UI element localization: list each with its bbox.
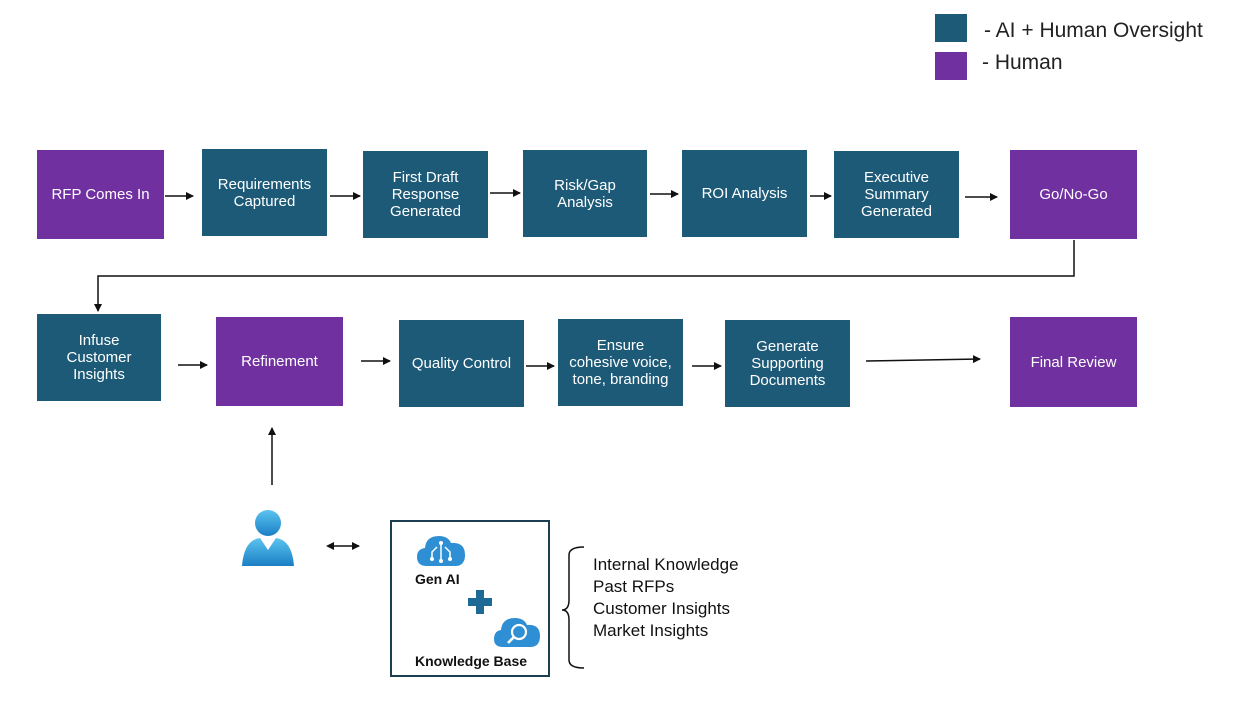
step-infuse-customer-insights: Infuse Customer Insights [37, 314, 161, 401]
legend-human-swatch [935, 52, 967, 80]
sources-brace [561, 546, 585, 669]
legend-human-label: - Human [982, 51, 1063, 74]
cloud-search-icon [494, 618, 540, 647]
step-rfp-comes-in: RFP Comes In [37, 150, 164, 239]
step-final-review: Final Review [1010, 317, 1137, 407]
step-go-no-go: Go/No-Go [1010, 150, 1137, 239]
step-first-draft: First Draft Response Generated [363, 151, 488, 238]
gen-ai-label: Gen AI [415, 571, 460, 587]
source-customer-insights: Customer Insights [593, 599, 730, 618]
person-icon [242, 510, 294, 566]
step-ensure-cohesive-voice: Ensure cohesive voice, tone, branding [558, 319, 683, 406]
arrow-generate-to-final [865, 355, 981, 364]
step-requirements-captured: Requirements Captured [202, 149, 327, 236]
step-quality-control: Quality Control [399, 320, 524, 407]
source-market-insights: Market Insights [593, 621, 709, 640]
source-past-rfps: Past RFPs [593, 577, 675, 596]
arrow-gonogo-to-infuse [94, 240, 1075, 312]
step-roi-analysis: ROI Analysis [682, 150, 807, 237]
step-generate-supporting-documents: Generate Supporting Documents [725, 320, 850, 407]
knowledge-base-label: Knowledge Base [415, 653, 528, 669]
legend-ai-swatch [935, 14, 967, 42]
plus-icon [468, 590, 492, 614]
step-refinement: Refinement [216, 317, 343, 406]
step-risk-gap-analysis: Risk/Gap Analysis [523, 150, 647, 237]
legend-ai-label: - AI + Human Oversight [984, 19, 1203, 42]
cloud-circuit-icon [417, 536, 465, 566]
step-executive-summary: Executive Summary Generated [834, 151, 959, 238]
source-internal-knowledge: Internal Knowledge [593, 555, 739, 574]
